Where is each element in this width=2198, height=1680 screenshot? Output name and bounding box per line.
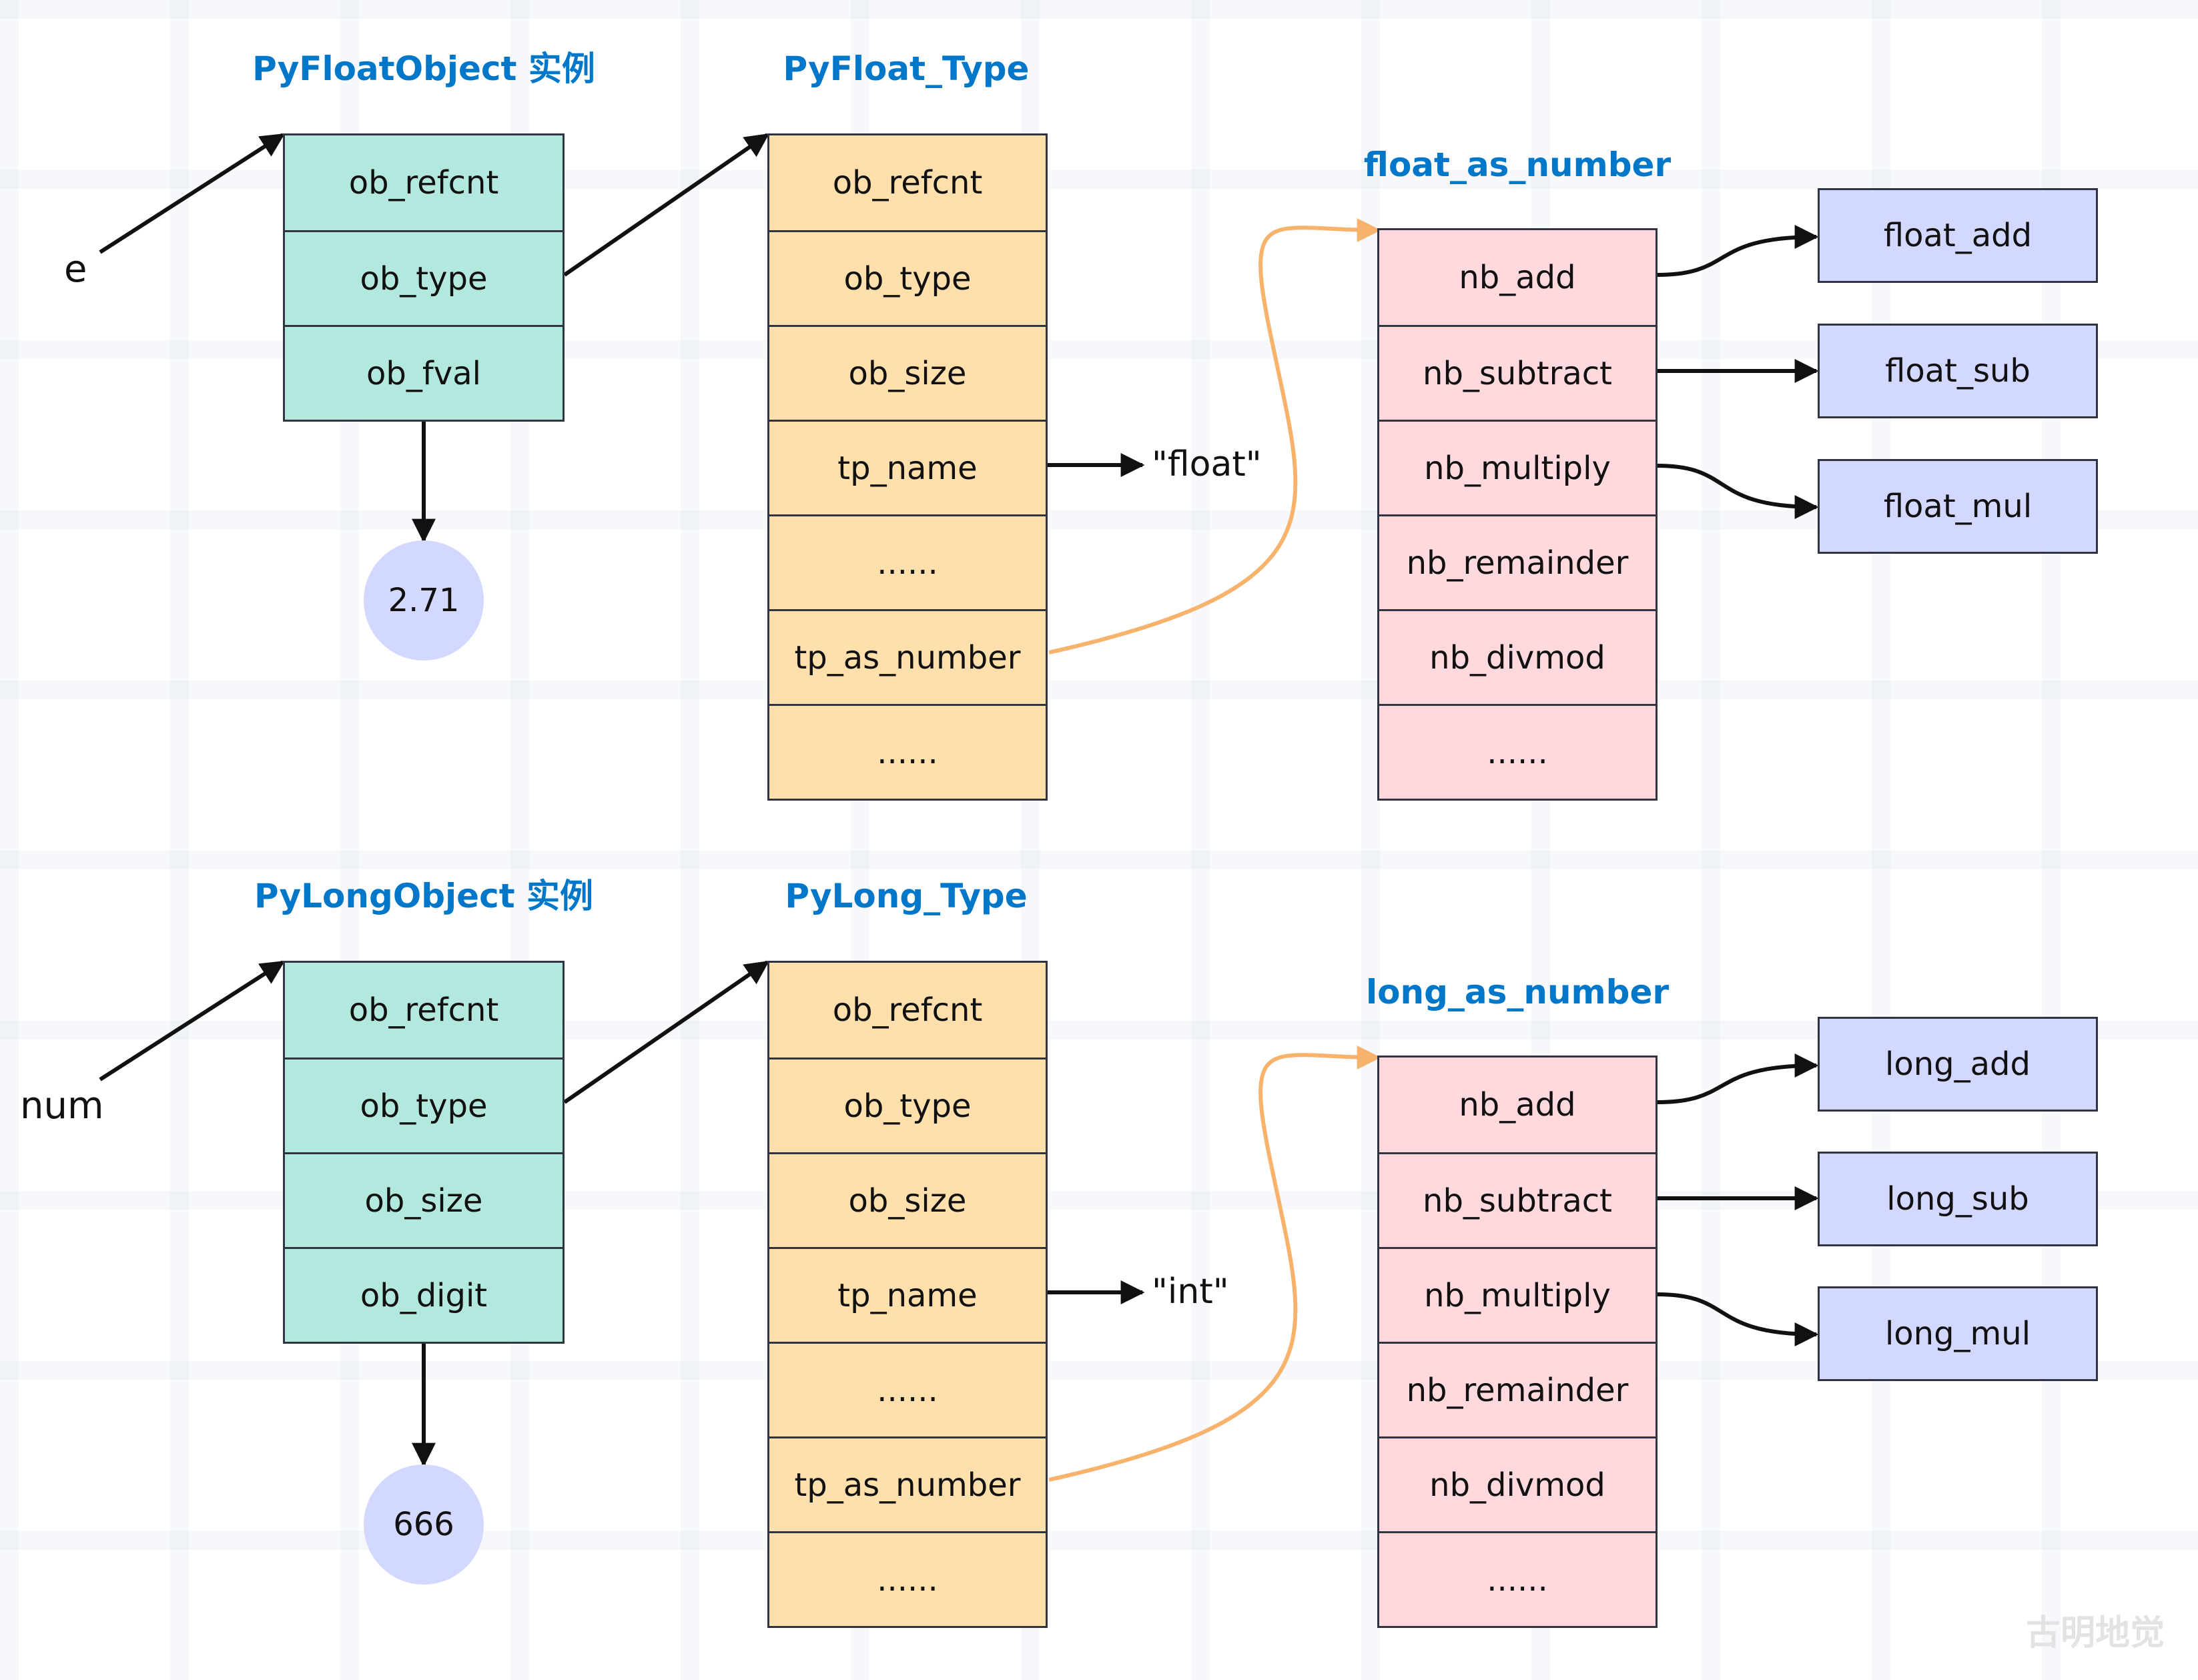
field-ellipsis: ...... [769, 514, 1046, 609]
field-ellipsis: ...... [769, 704, 1046, 799]
float-sub-function: float_sub [1818, 324, 2098, 418]
long-nb-multiply-connector [1657, 1292, 1819, 1346]
field-ob-type: ob_type [769, 230, 1046, 325]
pyfloat-type-object: ob_refcnt ob_type ob_size tp_name ......… [767, 133, 1048, 801]
field-ob-size: ob_size [769, 1152, 1046, 1247]
field-ob-digit: ob_digit [285, 1247, 563, 1342]
field-nb-multiply: nb_multiply [1379, 1247, 1656, 1342]
float-obtype-to-type-arrow [563, 133, 769, 277]
field-ellipsis: ...... [1379, 1531, 1656, 1626]
field-ellipsis: ...... [1379, 704, 1656, 799]
field-ob-refcnt: ob_refcnt [285, 135, 563, 230]
field-ellipsis: ...... [769, 1531, 1046, 1626]
float-as-number-title: float_as_number [1363, 145, 1672, 184]
pylong-type-object: ob_refcnt ob_type ob_size tp_name ......… [767, 961, 1048, 1628]
field-tp-as-number: tp_as_number [769, 609, 1046, 704]
field-ob-type: ob_type [285, 230, 563, 325]
float-mul-function: float_mul [1818, 459, 2098, 554]
field-nb-remainder: nb_remainder [1379, 1342, 1656, 1436]
float-value-circle: 2.71 [364, 540, 484, 661]
float-as-number-struct: nb_add nb_subtract nb_multiply nb_remain… [1377, 228, 1658, 801]
long-as-number-struct: nb_add nb_subtract nb_multiply nb_remain… [1377, 1056, 1658, 1628]
long-sub-function: long_sub [1818, 1152, 2098, 1246]
field-nb-add: nb_add [1379, 230, 1656, 325]
field-nb-divmod: nb_divmod [1379, 609, 1656, 704]
field-ob-refcnt: ob_refcnt [769, 963, 1046, 1058]
field-tp-as-number: tp_as_number [769, 1436, 1046, 1531]
long-obtype-to-type-arrow [563, 960, 769, 1104]
field-ob-refcnt: ob_refcnt [769, 135, 1046, 230]
pylong-type-title: PyLong_Type [785, 877, 1028, 915]
field-ob-size: ob_size [285, 1152, 563, 1247]
long-nb-add-connector [1657, 1054, 1819, 1104]
pylongobject-instance-title: PyLongObject 实例 [254, 877, 594, 915]
var-e-pointer-arrow [99, 133, 286, 254]
long-as-number-title: long_as_number [1365, 973, 1670, 1011]
long-tp-name-string: "int" [1152, 1272, 1229, 1312]
long-value-circle: 666 [364, 1464, 484, 1585]
author-watermark: 古明地觉 [2025, 1613, 2165, 1653]
field-ob-type: ob_type [285, 1058, 563, 1152]
float-tp-name-string: "float" [1152, 444, 1262, 484]
field-nb-remainder: nb_remainder [1379, 514, 1656, 609]
var-num-pointer-arrow [99, 960, 286, 1082]
pyfloatobject-instance-title: PyFloatObject 实例 [252, 49, 595, 88]
field-ob-type: ob_type [769, 1058, 1046, 1152]
field-nb-subtract: nb_subtract [1379, 325, 1656, 420]
float-add-function: float_add [1818, 188, 2098, 283]
field-nb-divmod: nb_divmod [1379, 1436, 1656, 1531]
field-nb-subtract: nb_subtract [1379, 1152, 1656, 1247]
field-nb-add: nb_add [1379, 1058, 1656, 1152]
float-tp-as-number-curve [1048, 218, 1381, 655]
pylongobject-instance: ob_refcnt ob_type ob_size ob_digit [283, 961, 565, 1344]
field-tp-name: tp_name [769, 420, 1046, 514]
long-tp-as-number-curve [1048, 1045, 1381, 1482]
field-nb-multiply: nb_multiply [1379, 420, 1656, 514]
long-mul-function: long_mul [1818, 1286, 2098, 1381]
field-ellipsis: ...... [769, 1342, 1046, 1436]
float-nb-multiply-connector [1657, 464, 1819, 519]
pyfloatobject-instance: ob_refcnt ob_type ob_fval [283, 133, 565, 422]
variable-num-label: num [20, 1084, 104, 1128]
field-tp-name: tp_name [769, 1247, 1046, 1342]
field-ob-size: ob_size [769, 325, 1046, 420]
field-ob-refcnt: ob_refcnt [285, 963, 563, 1058]
pyfloat-type-title: PyFloat_Type [783, 49, 1030, 88]
float-nb-add-connector [1657, 225, 1819, 277]
long-add-function: long_add [1818, 1017, 2098, 1112]
variable-e-label: e [64, 248, 87, 291]
field-ob-fval: ob_fval [285, 325, 563, 420]
